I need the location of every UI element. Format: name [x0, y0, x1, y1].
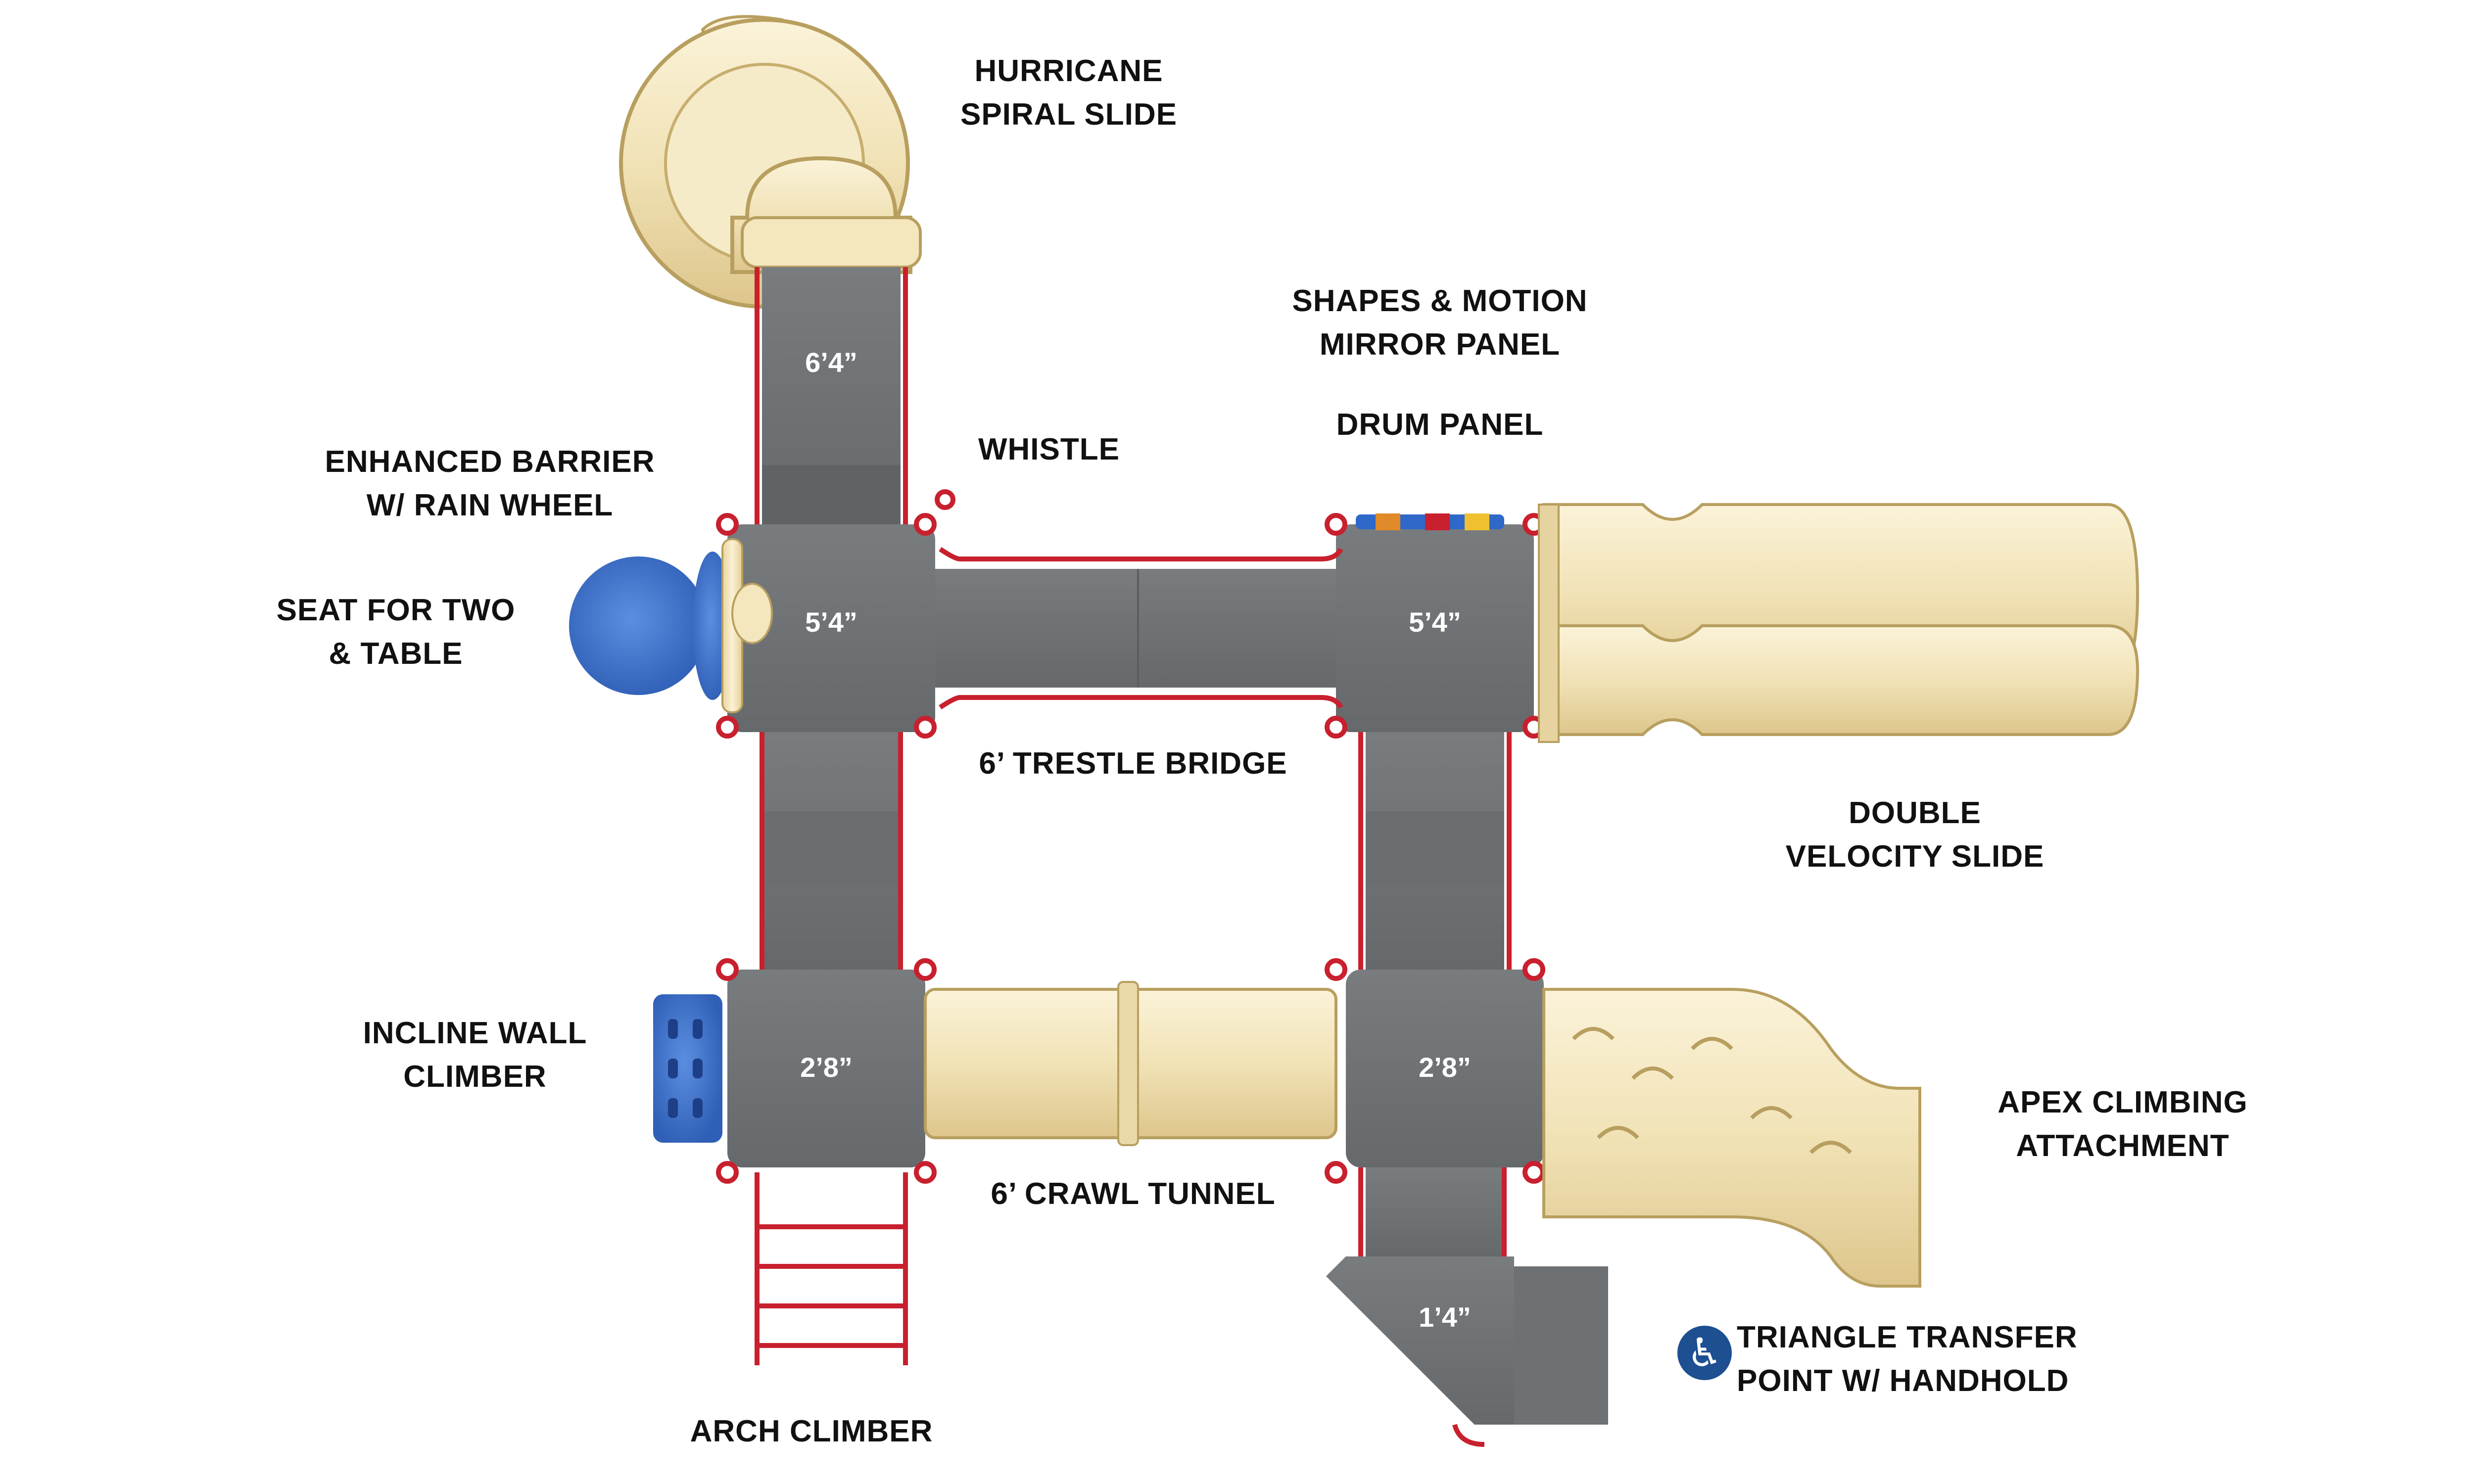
deck-height-right-low: 2’8” — [1419, 1052, 1471, 1083]
deck-height-right-mid: 5’4” — [1409, 606, 1461, 638]
deck-height-left-low: 2’8” — [800, 1052, 853, 1083]
label-crawl-tunnel: 6’ CRAWL TUNNEL — [991, 1177, 1276, 1211]
drum-panel — [1356, 513, 1504, 530]
red-rails — [755, 267, 1512, 1447]
label-trestle-bridge: 6’ TRESTLE BRIDGE — [979, 746, 1287, 781]
deck-structure — [727, 267, 1608, 1425]
double-velocity-slide — [1538, 503, 2140, 743]
label-drum-panel: DRUM PANEL — [1336, 408, 1544, 442]
label-seat-for-two: SEAT FOR TWO& TABLE — [276, 593, 516, 671]
wheelchair-icon: ♿ — [1677, 1326, 1732, 1380]
crawl-tunnel — [924, 981, 1337, 1146]
label-whistle: WHISTLE — [978, 432, 1120, 466]
deck-height-left-mid: 5’4” — [805, 606, 857, 638]
deck-height-top: 6’4” — [805, 347, 857, 378]
seat-and-table — [569, 538, 773, 713]
label-arch-climber: ARCH CLIMBER — [690, 1414, 933, 1448]
apex-climbing-attachment — [1542, 988, 1921, 1288]
deck-height-transfer: 1’4” — [1419, 1301, 1471, 1333]
hurricane-spiral-slide — [619, 15, 922, 309]
incline-wall-climber — [653, 994, 722, 1143]
